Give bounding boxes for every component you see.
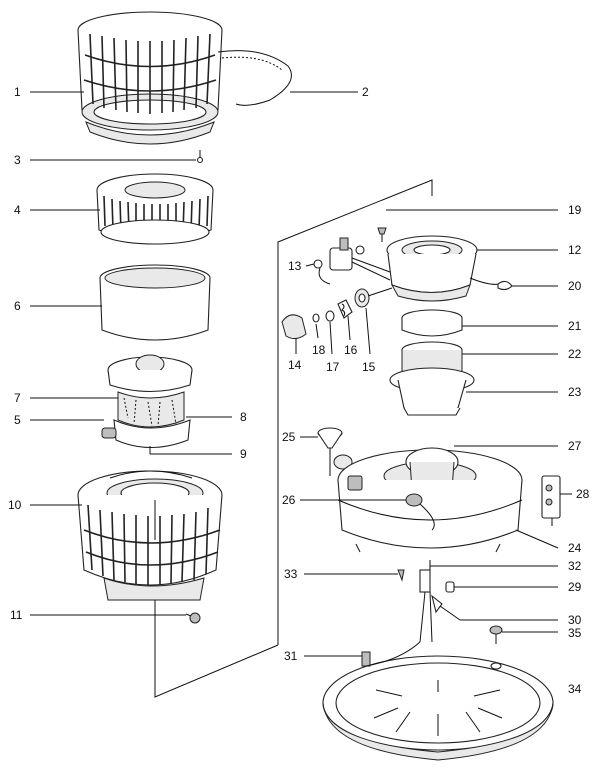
part-burner-cap xyxy=(96,173,214,245)
callout-11: 11 xyxy=(10,608,23,622)
callout-labels: 1 2 3 4 6 7 5 8 9 10 11 19 12 13 20 21 2… xyxy=(8,85,590,696)
callout-27: 27 xyxy=(568,439,582,453)
callout-21: 21 xyxy=(568,319,582,333)
callout-34: 34 xyxy=(568,682,582,696)
callout-16: 16 xyxy=(344,343,358,357)
callout-31: 31 xyxy=(284,649,298,663)
callout-20: 20 xyxy=(568,279,582,293)
callout-15: 15 xyxy=(362,360,376,374)
callout-12: 12 xyxy=(568,243,582,257)
part-screw-19 xyxy=(377,227,387,242)
callout-1: 1 xyxy=(14,85,21,99)
part-screw-35 xyxy=(489,625,503,644)
callout-14: 14 xyxy=(288,358,302,372)
callout-2: 2 xyxy=(362,85,369,99)
part-side-bracket xyxy=(541,475,561,526)
part-base-plate xyxy=(322,641,554,761)
callout-26: 26 xyxy=(282,493,296,507)
callout-25: 25 xyxy=(282,430,296,444)
bracket-line-right xyxy=(277,179,433,645)
callout-9: 9 xyxy=(240,447,247,461)
part-chimney-cylinder xyxy=(99,264,211,341)
leader-lines xyxy=(30,91,572,657)
callout-10: 10 xyxy=(8,498,22,512)
part-funnel xyxy=(317,427,353,476)
part-knob-screw xyxy=(185,612,201,624)
callout-32: 32 xyxy=(568,559,582,573)
callout-6: 6 xyxy=(14,299,21,313)
callout-33: 33 xyxy=(284,567,298,581)
callout-13: 13 xyxy=(288,259,302,273)
part-top-guard xyxy=(77,11,223,145)
callout-24: 24 xyxy=(568,541,582,555)
part-clip-20 xyxy=(497,280,513,291)
part-small-screw xyxy=(196,150,204,164)
callout-29: 29 xyxy=(568,580,582,594)
part-fuel-tank xyxy=(337,447,523,570)
callout-17: 17 xyxy=(326,360,340,374)
part-wick-holder xyxy=(389,341,475,416)
callout-4: 4 xyxy=(14,203,21,217)
part-lower-guard xyxy=(77,470,223,601)
callout-28: 28 xyxy=(576,487,590,501)
callout-8: 8 xyxy=(240,410,247,424)
part-ring-band xyxy=(401,309,463,337)
part-knob-stack xyxy=(281,287,393,340)
part-fuel-gauge xyxy=(397,569,455,643)
part-handle-wire xyxy=(217,50,292,106)
callout-3: 3 xyxy=(14,153,21,167)
callout-35: 35 xyxy=(568,626,582,640)
part-igniter-assembly xyxy=(313,237,391,285)
callout-18: 18 xyxy=(312,343,326,357)
callout-19: 19 xyxy=(568,203,582,217)
callout-30: 30 xyxy=(568,613,582,627)
callout-5: 5 xyxy=(14,413,21,427)
part-tank-top-ring xyxy=(386,235,501,302)
callout-7: 7 xyxy=(14,391,21,405)
bracket-line-left xyxy=(154,600,279,698)
callout-22: 22 xyxy=(568,347,582,361)
part-burner-assembly xyxy=(101,354,193,448)
callout-23: 23 xyxy=(568,385,582,399)
